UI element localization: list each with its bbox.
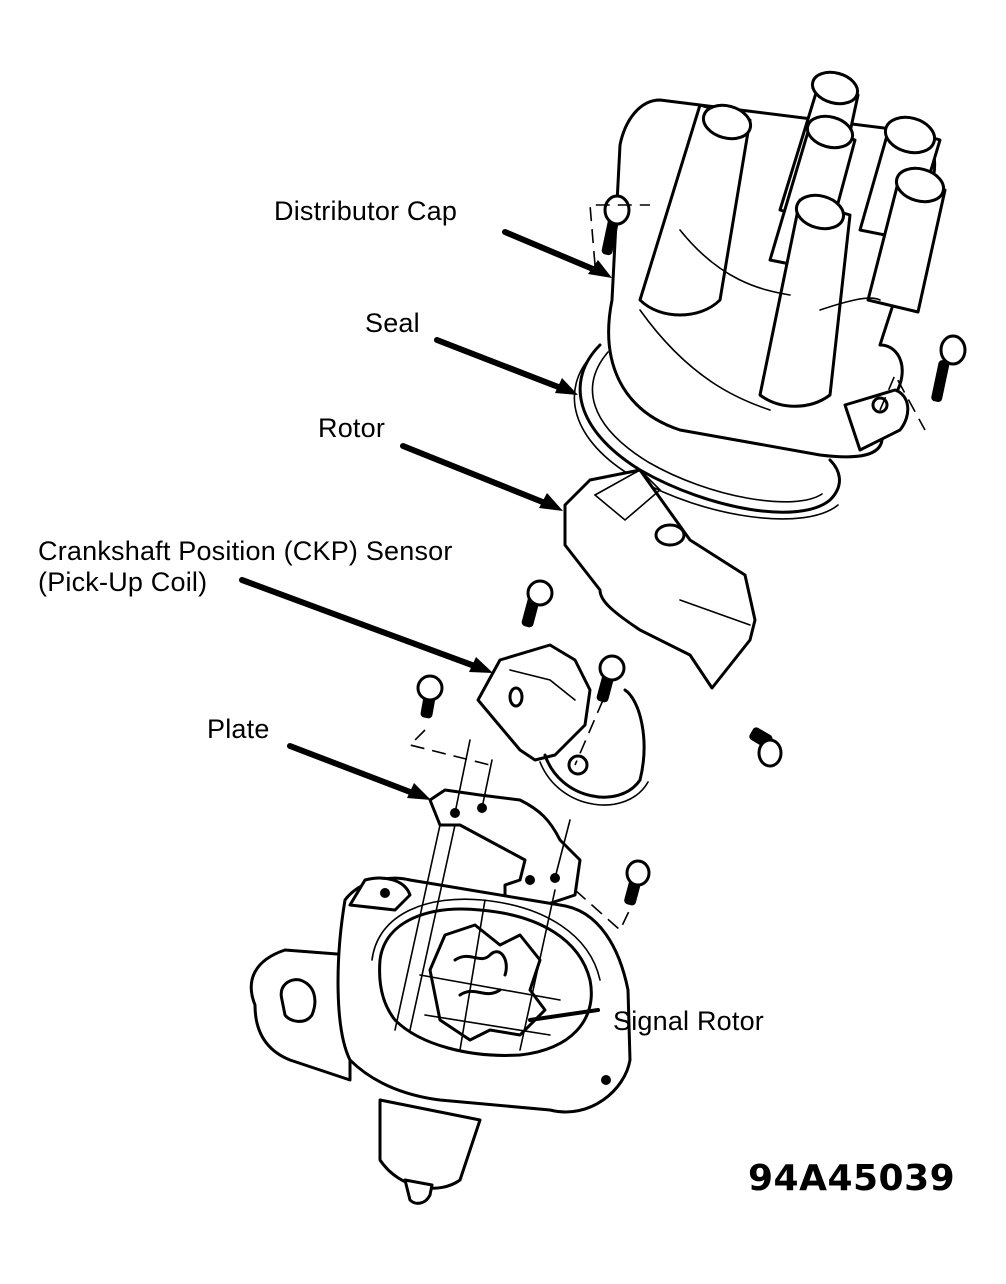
cap-screw: [879, 334, 967, 431]
distributor-housing: [249, 824, 632, 1205]
leader-line-signal-rotor: [528, 1008, 600, 1022]
cap-screw: [589, 194, 650, 266]
leader-arrow-seal: [434, 337, 578, 395]
figure-id: 94A45039: [748, 1158, 956, 1199]
signal-rotor: [419, 923, 561, 1042]
rotor: [563, 468, 757, 690]
cap-tower: [638, 103, 753, 317]
label-rotor: Rotor: [318, 413, 386, 443]
label-plate: Plate: [207, 714, 270, 744]
label-signal-rotor: Signal Rotor: [613, 1006, 764, 1036]
label-seal: Seal: [365, 308, 420, 338]
loose-screw: [749, 727, 783, 768]
leader-arrow-rotor: [400, 443, 563, 511]
plate: [428, 739, 582, 907]
label-ckp-sensor: Crankshaft Position (CKP) Sensor: [38, 536, 453, 566]
distributor-cap: [607, 70, 947, 459]
sensor-screw: [416, 674, 444, 719]
ckp-sensor: [408, 643, 649, 806]
label-pick-up-coil: (Pick-Up Coil): [38, 567, 208, 597]
cap-tower: [866, 166, 947, 314]
sensor-screw: [596, 654, 626, 703]
leader-arrow-plate: [287, 743, 431, 800]
label-distributor-cap: Distributor Cap: [274, 196, 458, 226]
leader-arrow-distributor-cap: [502, 229, 612, 278]
leader-arrow-ckp-sensor: [239, 577, 493, 673]
cap-tower: [758, 193, 852, 408]
plate-screw: [574, 859, 651, 932]
loose-screw: [521, 579, 554, 628]
